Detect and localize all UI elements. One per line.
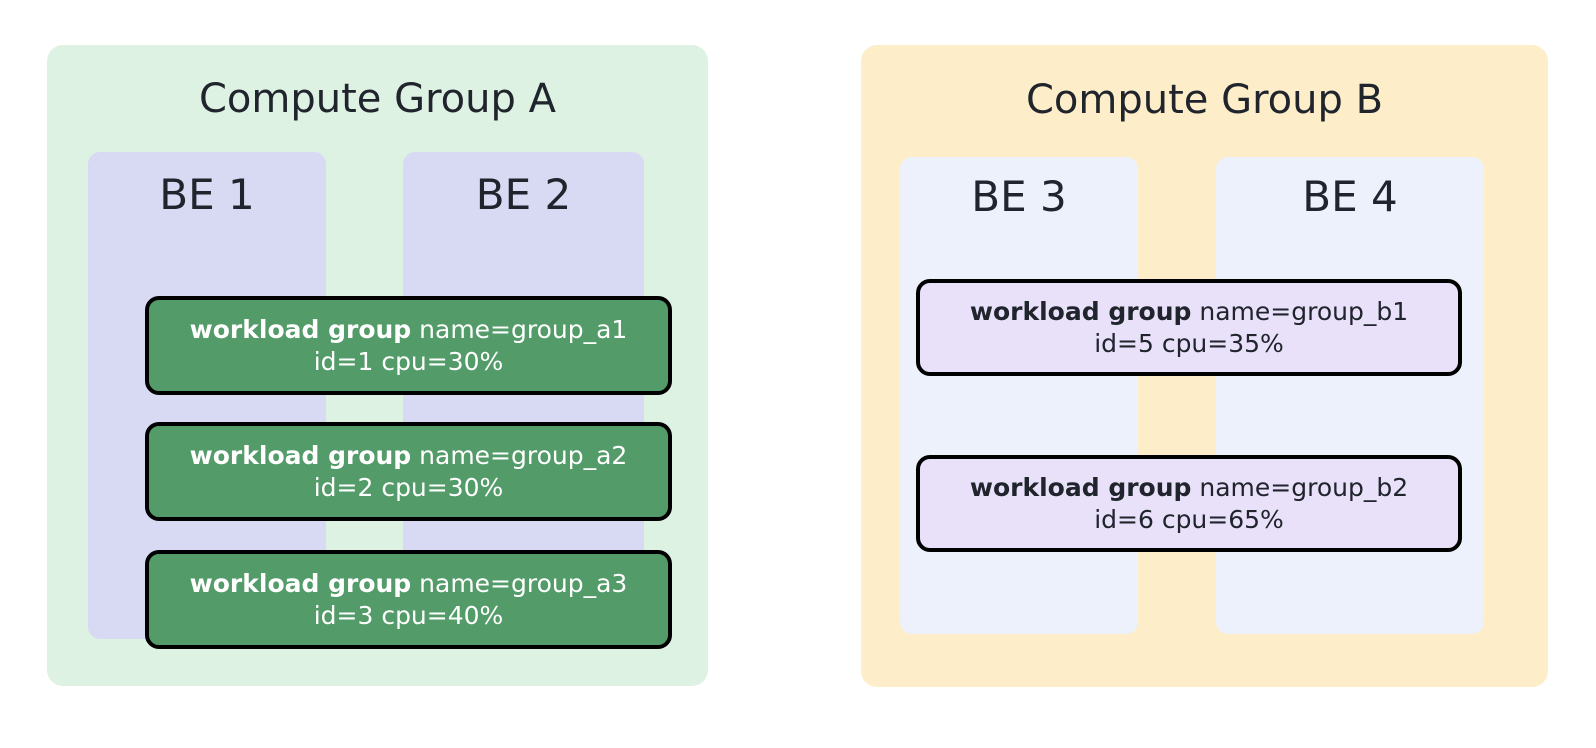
- workload-group-name-label: name=group_a3: [419, 568, 628, 598]
- workload-group-card-group_a2-detail: id=2 cpu=30%: [313, 472, 504, 502]
- workload-group-card-group_a1: workload group name=group_a1 id=1 cpu=30…: [145, 296, 672, 395]
- workload-group-name-label: name=group_a1: [419, 314, 628, 344]
- workload-group-kind-label: workload group: [189, 568, 412, 598]
- compute-group-a-title: Compute Group A: [199, 76, 556, 122]
- workload-group-card-group_a2: workload group name=group_a2 id=2 cpu=30…: [145, 422, 672, 521]
- workload-group-name-label: name=group_a2: [419, 440, 628, 470]
- workload-group-card-group_a3-line1: workload group name=group_a3: [190, 568, 628, 600]
- workload-group-card-group_b1-detail: id=5 cpu=35%: [1094, 328, 1284, 358]
- backend-be-3-label: BE 3: [971, 172, 1067, 221]
- workload-group-kind-label: workload group: [969, 472, 1192, 502]
- workload-group-kind-label: workload group: [189, 440, 412, 470]
- workload-group-name-label: name=group_b1: [1199, 296, 1409, 326]
- workload-group-card-group_a3-detail: id=3 cpu=40%: [313, 600, 504, 630]
- workload-group-card-group_b2: workload group name=group_b2 id=6 cpu=65…: [916, 455, 1462, 552]
- compute-group-a: Compute Group A BE 1 BE 2 workload group…: [47, 45, 708, 686]
- backend-be-1-label: BE 1: [159, 170, 255, 219]
- workload-group-card-group_b2-detail: id=6 cpu=65%: [1094, 504, 1284, 534]
- workload-group-card-group_b1-line1: workload group name=group_b1: [970, 296, 1408, 328]
- backend-be-2-label: BE 2: [475, 170, 572, 219]
- workload-group-card-group_b2-line1: workload group name=group_b2: [970, 472, 1408, 504]
- workload-group-card-group_a3: workload group name=group_a3 id=3 cpu=40…: [145, 550, 672, 649]
- backend-be-4: BE 4: [1216, 157, 1484, 634]
- backend-be-4-label: BE 4: [1302, 172, 1398, 221]
- workload-group-name-label: name=group_b2: [1199, 472, 1409, 502]
- workload-group-kind-label: workload group: [969, 296, 1192, 326]
- workload-group-kind-label: workload group: [189, 314, 412, 344]
- workload-group-card-group_b1: workload group name=group_b1 id=5 cpu=35…: [916, 279, 1462, 376]
- compute-group-b-title: Compute Group B: [1025, 77, 1384, 123]
- workload-group-card-group_a1-line1: workload group name=group_a1: [190, 314, 628, 346]
- workload-group-card-group_a1-detail: id=1 cpu=30%: [313, 346, 504, 376]
- backend-be-3: BE 3: [900, 157, 1138, 634]
- workload-group-card-group_a2-line1: workload group name=group_a2: [190, 440, 628, 472]
